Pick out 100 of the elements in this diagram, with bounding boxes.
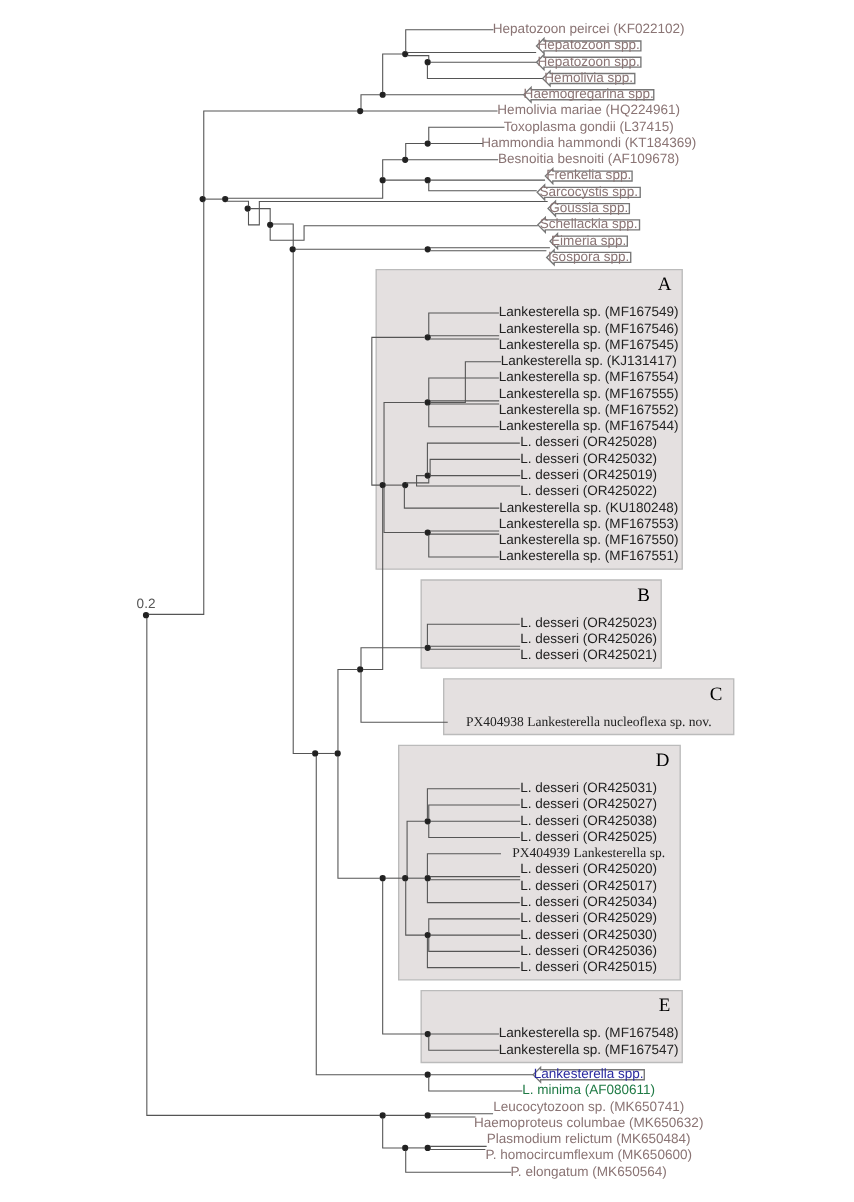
connector [405,1150,512,1173]
connector [429,1148,486,1150]
connector [429,530,500,532]
connector [382,1117,403,1149]
connector [428,918,521,934]
node-circle [424,644,431,651]
connector [405,29,494,52]
connector [428,404,500,428]
connector [428,1076,523,1092]
node-circle [289,246,296,253]
connector [294,248,426,250]
connector [426,64,543,80]
node-circle [379,1112,386,1119]
node-circle [424,932,431,939]
connector [249,208,271,223]
connector [429,250,547,252]
connector [383,486,426,534]
connector [429,876,521,878]
connector [292,251,314,755]
node-circle [379,91,386,98]
connector [429,335,500,337]
connector [384,877,403,879]
connector [426,623,521,646]
connector [406,52,537,54]
connector [428,182,538,192]
connector [146,617,381,1116]
connector [429,143,484,145]
connector [382,880,426,1035]
connector [428,804,521,820]
connector [337,668,358,752]
connector [429,400,500,402]
connector [385,94,524,96]
connector [429,179,546,181]
node-circle [424,246,431,253]
node-circle [244,205,251,212]
connector [362,110,499,112]
connector [429,1145,488,1147]
connector [147,200,205,615]
connector [428,937,521,952]
node-circle [424,1071,431,1078]
connector [407,877,426,879]
connector [407,159,499,161]
connector [429,645,521,647]
node-circle [402,875,409,882]
connector [429,458,521,476]
connector [405,880,426,936]
connector [416,475,521,487]
connector [385,1114,426,1116]
node-circle [424,875,431,882]
connector [403,487,500,509]
connector [385,179,426,181]
connector [429,1074,534,1076]
connector [426,880,521,904]
node-circle [424,399,431,406]
connector [429,1113,494,1115]
node-circle [334,750,341,757]
node-circle [312,750,319,757]
connector [337,755,381,879]
node-circle [424,177,431,184]
node-circle [424,1030,431,1038]
node-circle [142,612,150,619]
connector [429,879,521,881]
connector [383,401,426,484]
connector [407,1147,426,1149]
connector [429,361,502,403]
connector [428,534,500,558]
node-circle [222,196,229,203]
connector [406,55,430,61]
connector [204,198,223,200]
connector [405,477,430,484]
connector [360,671,449,723]
connector [272,223,294,248]
node-circle [357,107,364,115]
connector [226,200,250,207]
connector [429,1033,500,1035]
node-circle [199,196,206,203]
connector [426,442,521,474]
connector [429,934,521,936]
connector [317,752,336,755]
connector [426,788,521,820]
node-circle [357,666,364,673]
connector [360,647,426,668]
node-circle [379,177,386,184]
node-circle [379,875,386,882]
connector [429,648,521,650]
connector [428,1036,500,1051]
connector [247,200,549,226]
connector [428,823,521,839]
connector [426,937,521,969]
node-circle [424,472,431,479]
connector [429,61,537,63]
connector [360,94,381,109]
connector [429,403,500,405]
connector [382,53,403,93]
connector [382,159,403,179]
connector [406,820,426,877]
connector [429,1116,476,1118]
node-circle [424,818,431,825]
node-circle [424,140,431,147]
connector [429,475,521,477]
